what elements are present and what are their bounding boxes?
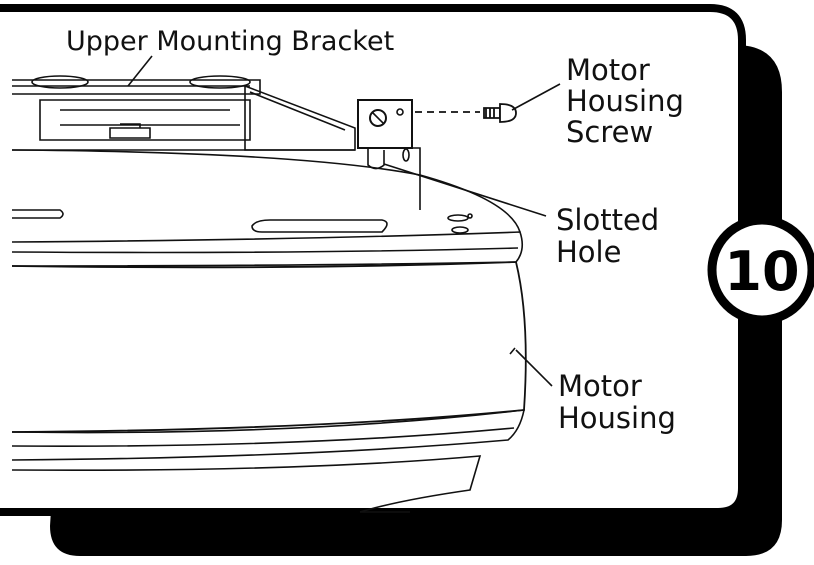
label-motor-housing-screw-line2: Housing — [566, 84, 684, 118]
motor-housing-screw — [415, 103, 517, 123]
housing-body — [11, 261, 527, 433]
label-upper-mounting-bracket: Upper Mounting Bracket — [66, 26, 394, 57]
label-motor-housing-line1: Motor — [558, 369, 642, 403]
leader-slotted-hole — [383, 163, 547, 217]
label-motor-housing-line2: Housing — [558, 401, 676, 435]
fan-motor-drawing — [11, 75, 527, 513]
leader-motor-housing — [515, 349, 553, 387]
leader-lines — [127, 55, 561, 387]
housing-rim — [11, 231, 524, 267]
step-badge: 10 — [707, 215, 814, 325]
leader-upper-bracket — [127, 55, 153, 87]
label-slotted-hole-line1: Slotted — [556, 203, 659, 237]
label-slotted-hole-line2: Hole — [556, 235, 621, 269]
housing-lower-band — [11, 409, 526, 461]
panel-frame — [0, 4, 746, 516]
label-motor-housing-screw-line3: Screw — [566, 115, 653, 149]
canopy-top — [12, 79, 261, 95]
leader-screw — [511, 83, 561, 111]
step-number: 10 — [724, 240, 799, 303]
label-motor-housing-screw-line1: Motor — [566, 53, 650, 87]
